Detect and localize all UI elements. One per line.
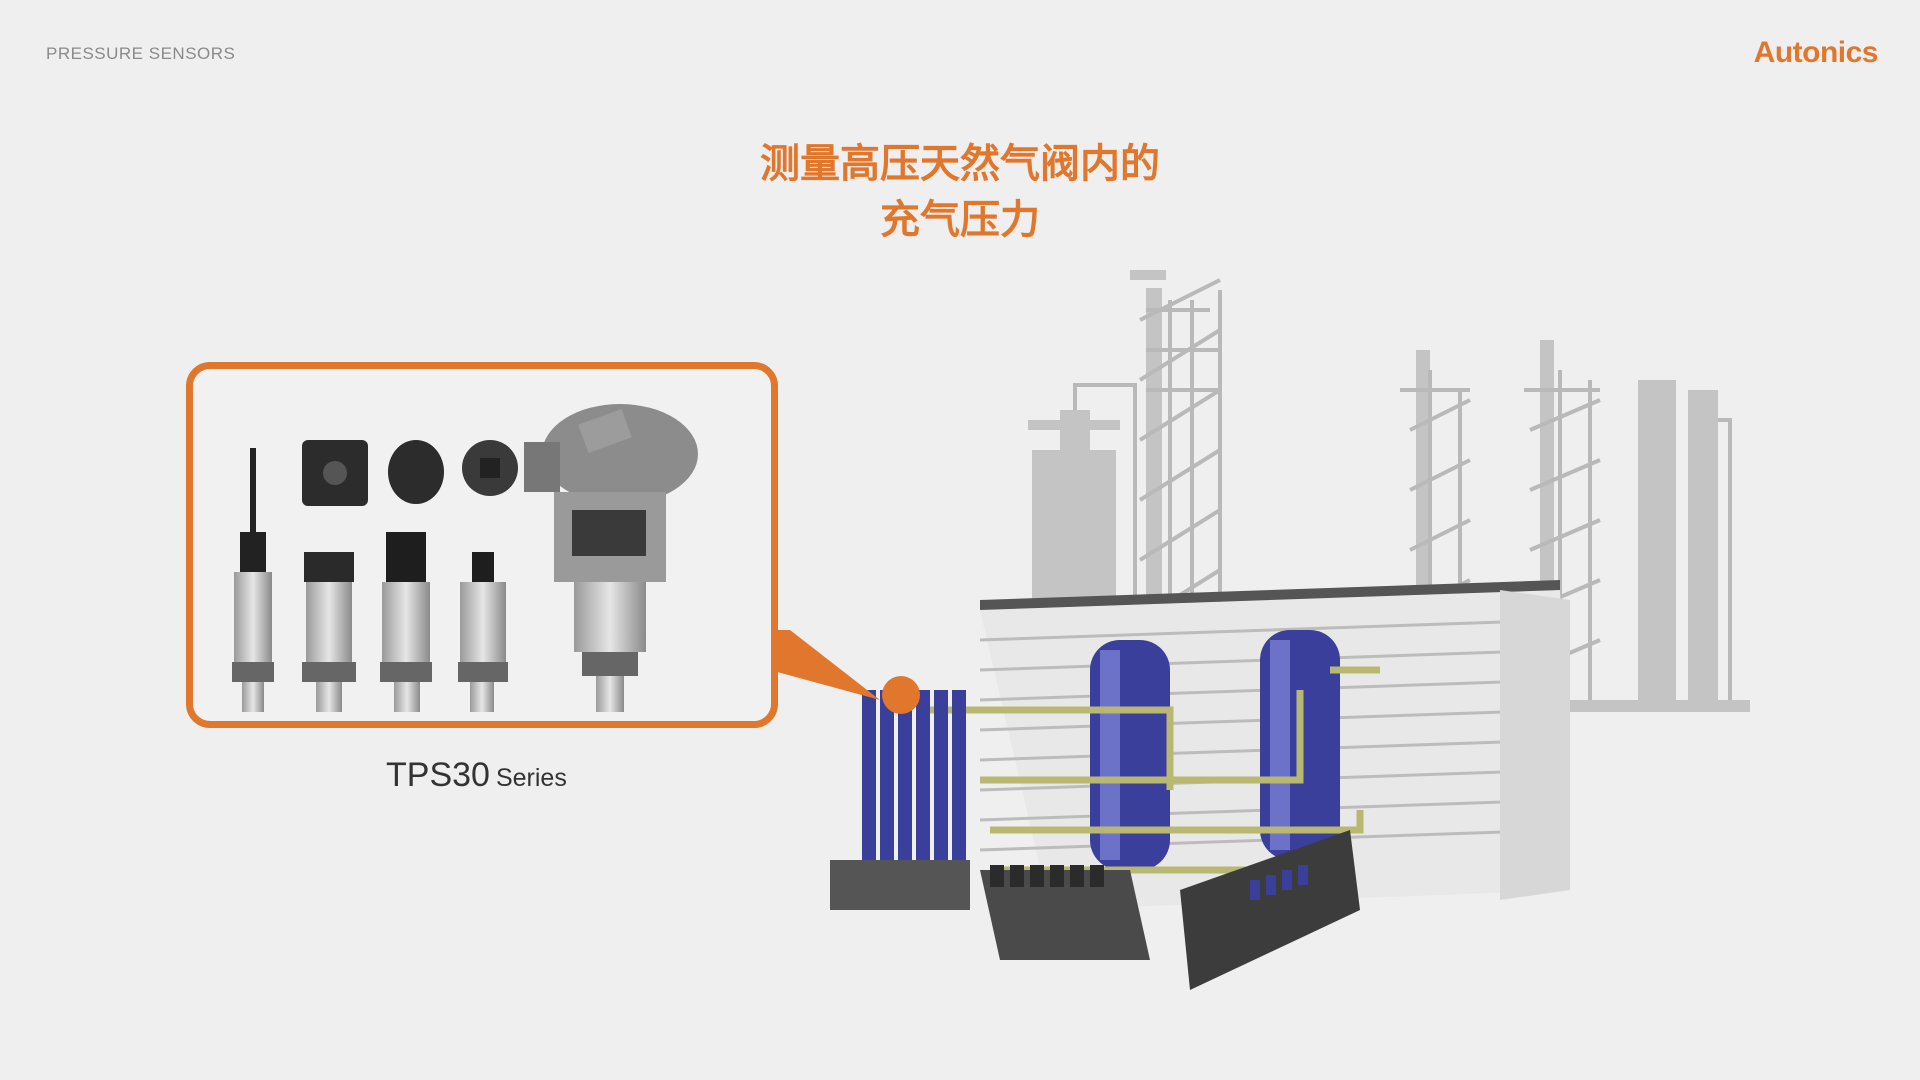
brand-logo: Autonics	[1753, 36, 1879, 69]
sensor-location-marker	[882, 676, 920, 714]
gas-station-building	[830, 580, 1570, 990]
gas-plant-illustration	[830, 270, 1750, 990]
tps30-product-lineup	[232, 404, 698, 712]
series-name: TPS30	[386, 756, 490, 794]
callout-pointer	[770, 630, 880, 700]
sensor-m12-type	[380, 532, 432, 712]
headline-line-1: 测量高压天然气阀内的	[760, 141, 1160, 187]
sensor-din-type	[302, 552, 356, 712]
series-suffix: Series	[495, 764, 567, 792]
section-label: PRESSURE SENSORS	[46, 44, 236, 63]
sensor-m8-type	[458, 552, 508, 712]
page-headline: 测量高压天然气阀内的 充气压力	[0, 136, 1920, 248]
refinery-background	[1028, 270, 1750, 720]
sensor-terminal-head-type	[524, 404, 698, 712]
sensor-cable-type	[232, 448, 274, 712]
m12-connector-icon	[388, 440, 444, 504]
headline-line-2: 充气压力	[880, 197, 1040, 243]
